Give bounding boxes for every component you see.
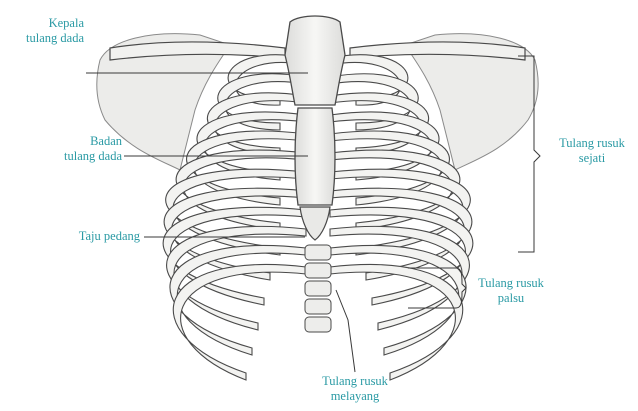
label-palsu-line-2: palsu <box>466 291 556 306</box>
vertebra-2 <box>305 263 331 278</box>
label-badan-line-2: tulang dada <box>44 149 122 164</box>
label-taju-pedang: Taju pedang <box>30 229 140 244</box>
label-tulang-rusuk-melayang: Tulang rusuk melayang <box>300 374 410 404</box>
label-melayang-line-1: Tulang rusuk <box>300 374 410 389</box>
label-kepala-tulang-dada: Kepala tulang dada <box>2 16 84 46</box>
vertebra-3 <box>305 281 331 296</box>
vertebra-5 <box>305 317 331 332</box>
label-melayang-line-2: melayang <box>300 389 410 404</box>
vertebra-4 <box>305 299 331 314</box>
spine <box>305 245 331 332</box>
label-sejati-line-1: Tulang rusuk <box>548 136 636 151</box>
label-badan-line-1: Badan <box>44 134 122 149</box>
label-sejati-line-2: sejati <box>548 151 636 166</box>
manubrium <box>285 16 345 105</box>
vertebra-1 <box>305 245 331 260</box>
label-badan-tulang-dada: Badan tulang dada <box>44 134 122 164</box>
label-tulang-rusuk-palsu: Tulang rusuk palsu <box>466 276 556 306</box>
label-kepala-line-2: tulang dada <box>2 31 84 46</box>
label-palsu-line-1: Tulang rusuk <box>466 276 556 291</box>
label-taju-line-1: Taju pedang <box>30 229 140 244</box>
leader-melayang <box>336 290 355 372</box>
label-kepala-line-1: Kepala <box>2 16 84 31</box>
label-tulang-rusuk-sejati: Tulang rusuk sejati <box>548 136 636 166</box>
